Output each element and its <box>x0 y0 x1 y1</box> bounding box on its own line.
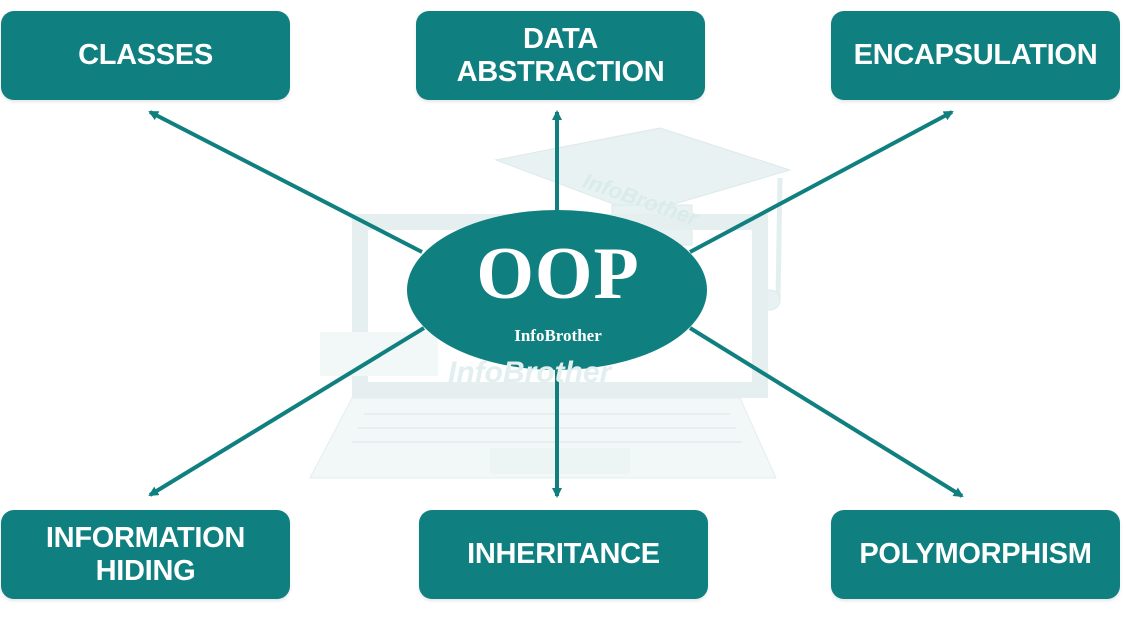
arrow-to-encapsulation <box>689 110 954 254</box>
arrow-to-classes <box>148 110 423 254</box>
center-subtitle: InfoBrother <box>514 326 602 345</box>
center-title: OOP <box>476 233 640 315</box>
keyboard-keys <box>352 413 742 443</box>
node-label: ENCAPSULATION <box>853 39 1098 72</box>
node-polymorphism: POLYMORPHISM <box>831 510 1120 599</box>
laptop-base-icon <box>309 397 777 479</box>
node-label: POLYMORPHISM <box>859 538 1092 571</box>
touchpad <box>490 448 630 474</box>
center-ellipse <box>407 210 707 370</box>
node-label: CLASSES <box>78 39 213 72</box>
watermark-text-bottom: InfoBrother <box>448 356 612 389</box>
node-label-line-2: ABSTRACTION <box>456 55 665 88</box>
tassel-cord <box>775 177 783 301</box>
arrow-to-information-hiding <box>148 326 426 497</box>
node-label-line-1: INFORMATION <box>45 522 246 555</box>
node-data-abstraction: DATA ABSTRACTION <box>416 11 705 100</box>
node-classes: CLASSES <box>1 11 290 100</box>
arrow-to-polymorphism <box>688 326 964 498</box>
node-label-line-2: HIDING <box>95 554 196 587</box>
node-encapsulation: ENCAPSULATION <box>831 11 1120 100</box>
node-label-line-1: DATA <box>522 23 599 56</box>
node-label: INHERITANCE <box>467 538 660 571</box>
cap-icon <box>494 127 792 215</box>
node-inheritance: INHERITANCE <box>419 510 708 599</box>
connector-arrows <box>148 110 964 498</box>
node-information-hiding: INFORMATION HIDING <box>1 510 290 599</box>
